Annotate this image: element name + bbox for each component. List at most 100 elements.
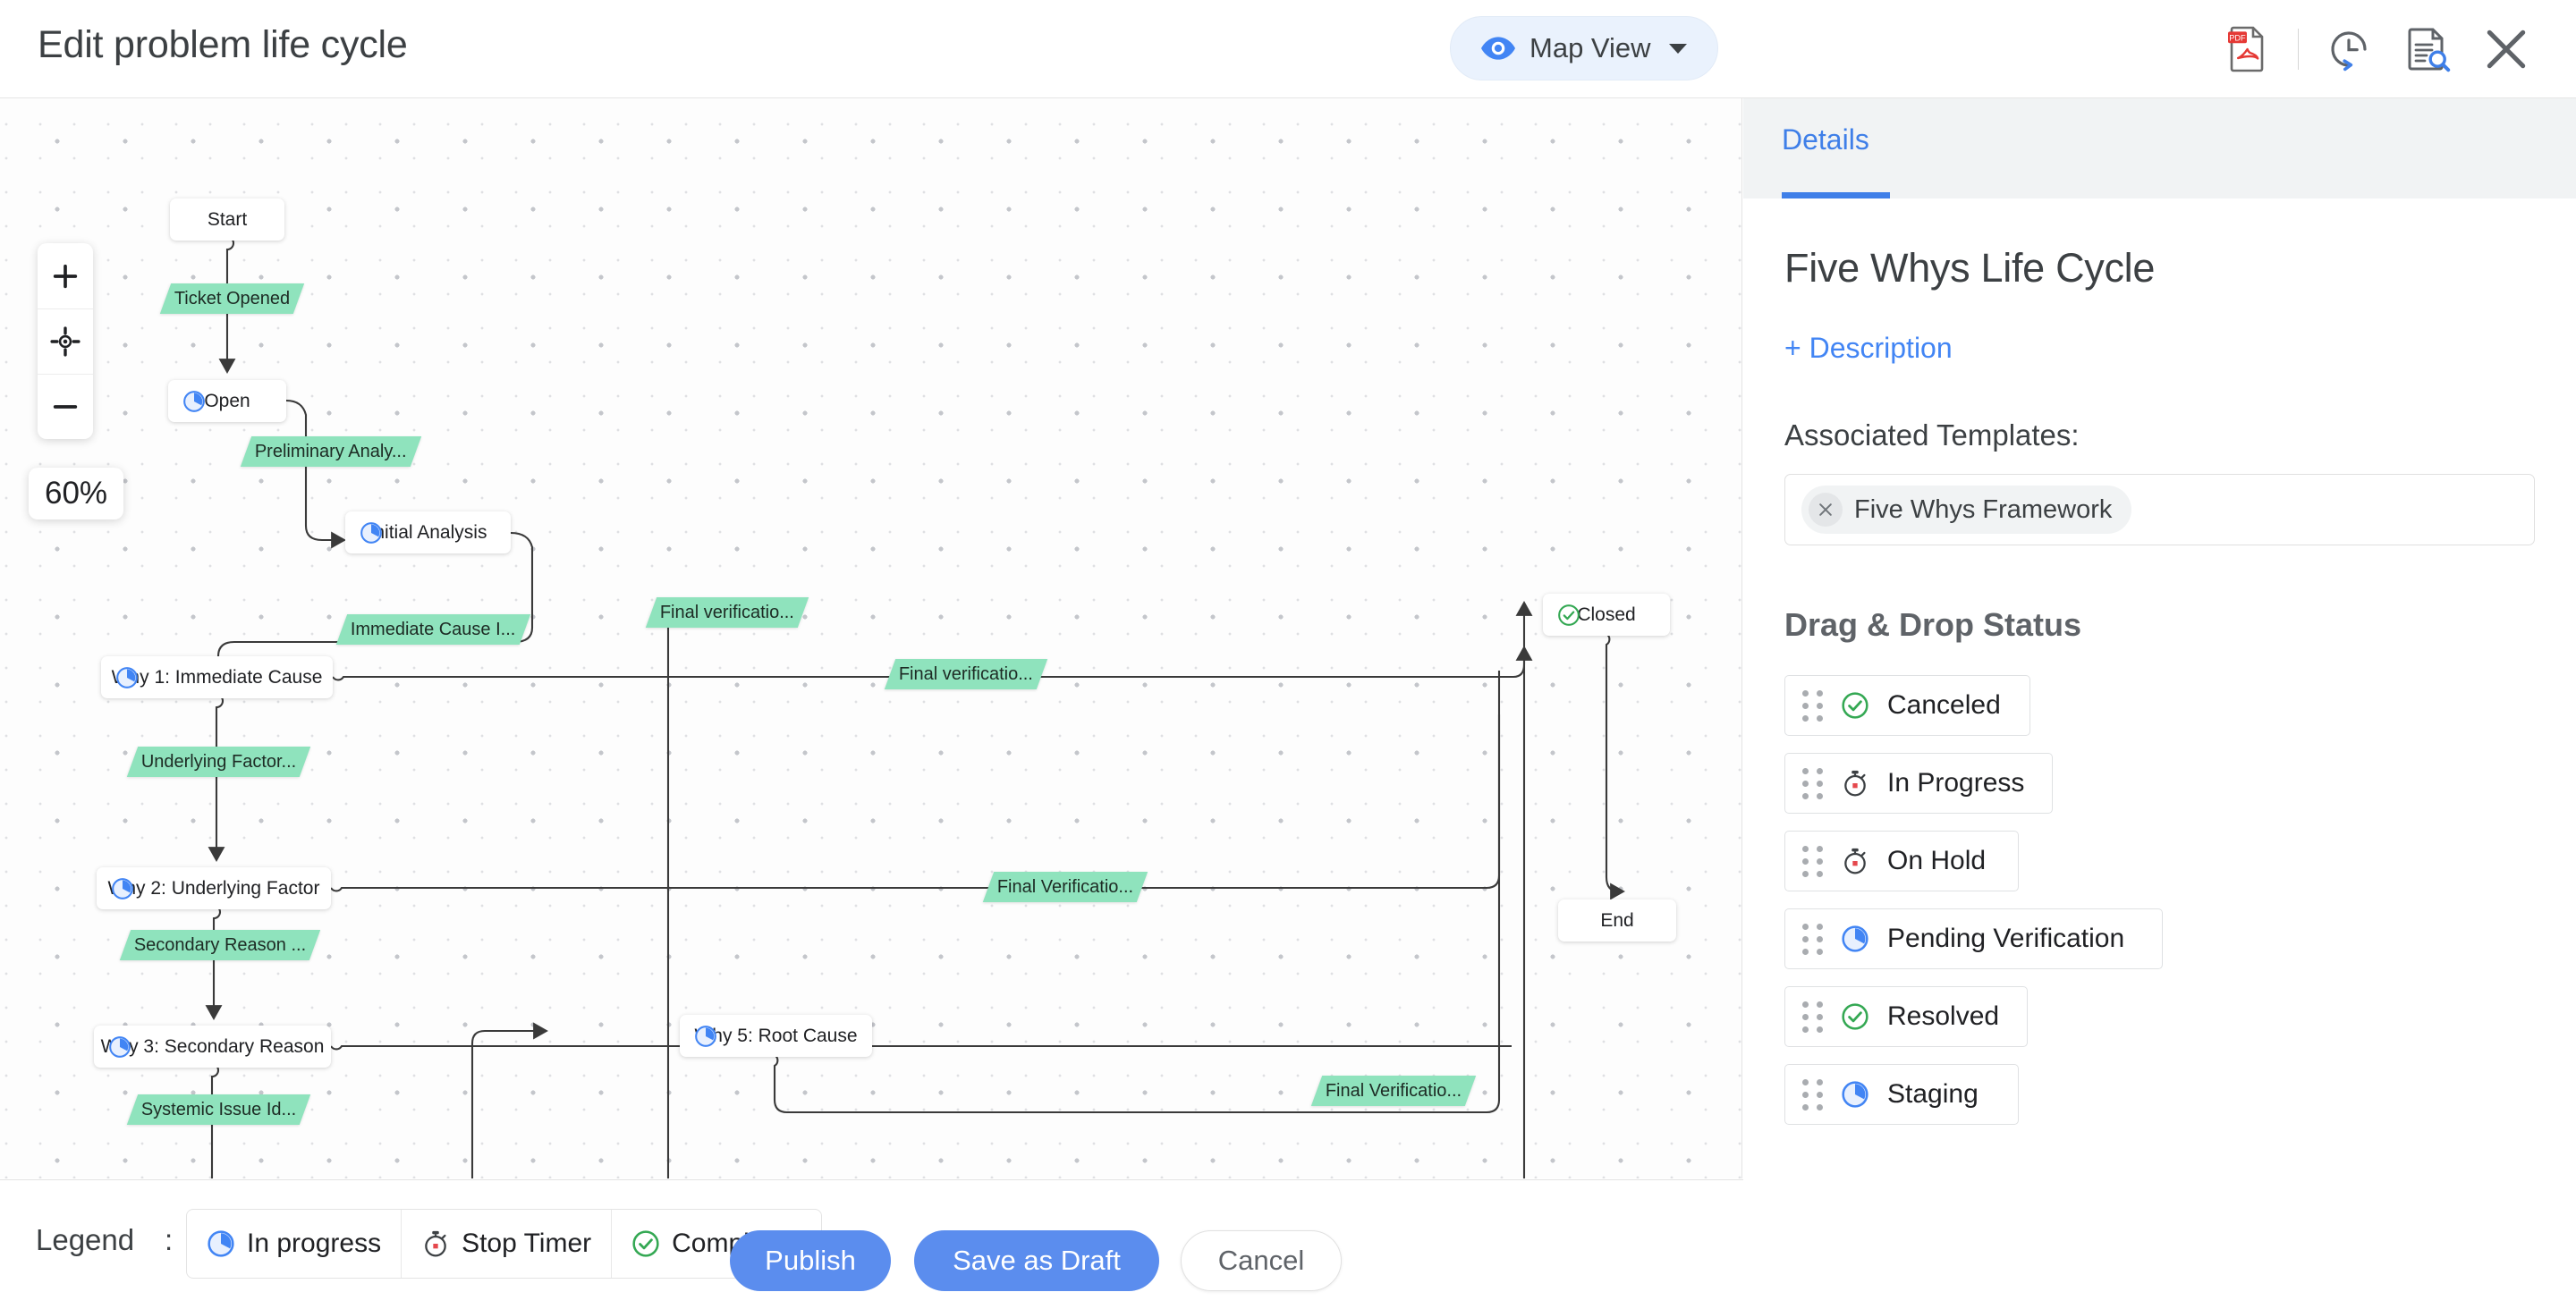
- clock-blue-icon: [360, 521, 382, 544]
- lifecycle-node-open[interactable]: Open: [168, 380, 286, 422]
- publish-button[interactable]: Publish: [730, 1230, 891, 1291]
- status-item-on-hold[interactable]: On Hold: [1784, 831, 2019, 891]
- transition-chip-t2[interactable]: Preliminary Analy...: [240, 436, 421, 467]
- transition-chip-t10[interactable]: Final Verificatio...: [982, 872, 1148, 902]
- minus-icon: [53, 405, 78, 409]
- recenter-button[interactable]: [38, 308, 93, 374]
- transition-chip-t11[interactable]: Final Verificatio...: [1310, 1076, 1477, 1106]
- zoom-controls[interactable]: [38, 243, 93, 439]
- status-label: Canceled: [1887, 690, 2001, 720]
- drag-handle-icon[interactable]: [1802, 689, 1823, 722]
- lifecycle-node-why5[interactable]: Why 5: Root Cause: [680, 1015, 872, 1057]
- export-pdf-icon[interactable]: PDF: [2208, 10, 2287, 89]
- node-status-icon: [115, 666, 139, 689]
- status-item-resolved[interactable]: Resolved: [1784, 986, 2028, 1047]
- transition-chip-t8[interactable]: Final verificatio...: [645, 597, 809, 628]
- stopwatch-icon: [425, 1230, 446, 1257]
- transition-chip-t9[interactable]: Final verificatio...: [884, 659, 1048, 689]
- close-icon[interactable]: [1809, 493, 1843, 527]
- status-label: Pending Verification: [1887, 924, 2125, 953]
- header-divider: [2298, 29, 2299, 70]
- check-circle-green-icon: [632, 1230, 659, 1257]
- status-icon: [1841, 1002, 1869, 1031]
- target-icon: [50, 326, 80, 357]
- transition-chip-label: Final verificatio...: [899, 663, 1034, 684]
- map-view-label: Map View: [1530, 32, 1651, 63]
- clock-blue-icon: [116, 666, 138, 688]
- node-label: End: [1600, 909, 1634, 931]
- status-item-in-progress[interactable]: In Progress: [1784, 753, 2053, 814]
- template-chip[interactable]: Five Whys Framework: [1801, 486, 2132, 534]
- node-status-icon: [182, 390, 206, 413]
- status-label: In Progress: [1887, 768, 2025, 798]
- status-item-canceled[interactable]: Canceled: [1784, 675, 2030, 736]
- node-label: Open: [204, 390, 250, 411]
- transition-chip-t1[interactable]: Ticket Opened: [159, 283, 305, 314]
- node-label: Closed: [1577, 604, 1636, 625]
- stopwatch-icon: [1844, 770, 1866, 797]
- tab-details[interactable]: Details: [1782, 123, 1869, 156]
- lifecycle-node-closed[interactable]: Closed: [1543, 594, 1670, 636]
- node-label: Why 3: Secondary Reason: [100, 1035, 325, 1057]
- lifecycle-node-why3[interactable]: Why 3: Secondary Reason: [94, 1026, 331, 1068]
- map-view-button[interactable]: Map View: [1450, 16, 1718, 80]
- drag-handle-icon[interactable]: [1802, 923, 1823, 955]
- status-item-staging[interactable]: Staging: [1784, 1064, 2019, 1125]
- panel-tab-bar: Details: [1743, 98, 2576, 198]
- cancel-button[interactable]: Cancel: [1181, 1230, 1342, 1291]
- eye-icon: [1481, 37, 1515, 60]
- transition-chip-t3[interactable]: Immediate Cause I...: [335, 614, 530, 645]
- node-status-icon: [694, 1025, 717, 1048]
- transition-chip-label: Secondary Reason ...: [134, 934, 307, 955]
- associated-templates-box[interactable]: Five Whys Framework: [1784, 474, 2535, 545]
- lifecycle-canvas[interactable]: 60% Start Open Initial Analysis Why 1: I…: [0, 98, 1742, 1178]
- chevron-down-icon: [1668, 43, 1687, 54]
- lifecycle-node-initial[interactable]: Initial Analysis: [345, 511, 511, 553]
- transition-chip-label: Final verificatio...: [660, 602, 795, 622]
- legend-box: In progress Stop Timer Completed: [186, 1209, 823, 1279]
- template-chip-label: Five Whys Framework: [1854, 494, 2113, 524]
- draft-button[interactable]: Save as Draft: [914, 1230, 1159, 1291]
- check-circle-green-icon: [1842, 1003, 1868, 1030]
- node-label: Start: [207, 208, 248, 230]
- transition-chip-label: Final Verificatio...: [1326, 1080, 1462, 1101]
- drag-drop-status-title: Drag & Drop Status: [1784, 606, 2082, 643]
- drag-handle-icon[interactable]: [1802, 767, 1823, 799]
- drag-handle-icon[interactable]: [1802, 845, 1823, 877]
- lifecycle-node-why2[interactable]: Why 2: Underlying Factor: [97, 867, 331, 909]
- status-label: Staging: [1887, 1079, 1979, 1109]
- transition-chip-t6[interactable]: Systemic Issue Id...: [126, 1094, 311, 1125]
- header-actions: PDF: [2208, 0, 2546, 98]
- status-icon: [1841, 691, 1869, 720]
- clock-blue-icon: [208, 1230, 234, 1257]
- lifecycle-node-end[interactable]: End: [1558, 899, 1676, 942]
- lifecycle-node-why1[interactable]: Why 1: Immediate Cause: [101, 656, 333, 698]
- status-item-pending-verification[interactable]: Pending Verification: [1784, 908, 2163, 969]
- stopwatch-icon: [1844, 848, 1866, 874]
- close-icon[interactable]: [2467, 10, 2546, 89]
- zoom-in-button[interactable]: [38, 243, 93, 308]
- transition-chip-t4[interactable]: Underlying Factor...: [126, 747, 311, 777]
- status-icon: [1841, 925, 1869, 953]
- add-description-link[interactable]: + Description: [1784, 332, 1953, 364]
- lifecycle-node-start[interactable]: Start: [170, 198, 284, 241]
- audit-log-icon[interactable]: [2388, 10, 2467, 89]
- clock-blue-icon: [183, 390, 205, 412]
- app-header: Edit problem life cycle Map View PDF: [0, 0, 2576, 98]
- status-label: On Hold: [1887, 846, 1987, 875]
- node-status-icon: [111, 877, 134, 900]
- check-circle-green-icon: [1558, 604, 1580, 626]
- status-icon: [1841, 769, 1869, 798]
- transition-chip-label: Ticket Opened: [174, 288, 291, 308]
- legend-item-label: In progress: [247, 1229, 382, 1258]
- legend-item-label: Stop Timer: [462, 1229, 592, 1258]
- zoom-out-button[interactable]: [38, 374, 93, 439]
- transition-chip-label: Systemic Issue Id...: [141, 1099, 297, 1119]
- drag-handle-icon[interactable]: [1802, 1078, 1823, 1111]
- node-label: Why 5: Root Cause: [694, 1025, 858, 1046]
- history-icon[interactable]: [2309, 10, 2388, 89]
- drag-handle-icon[interactable]: [1802, 1001, 1823, 1033]
- status-label: Resolved: [1887, 1001, 2000, 1031]
- transition-chip-t5[interactable]: Secondary Reason ...: [119, 930, 321, 960]
- lifecycle-title: Five Whys Life Cycle: [1784, 245, 2156, 291]
